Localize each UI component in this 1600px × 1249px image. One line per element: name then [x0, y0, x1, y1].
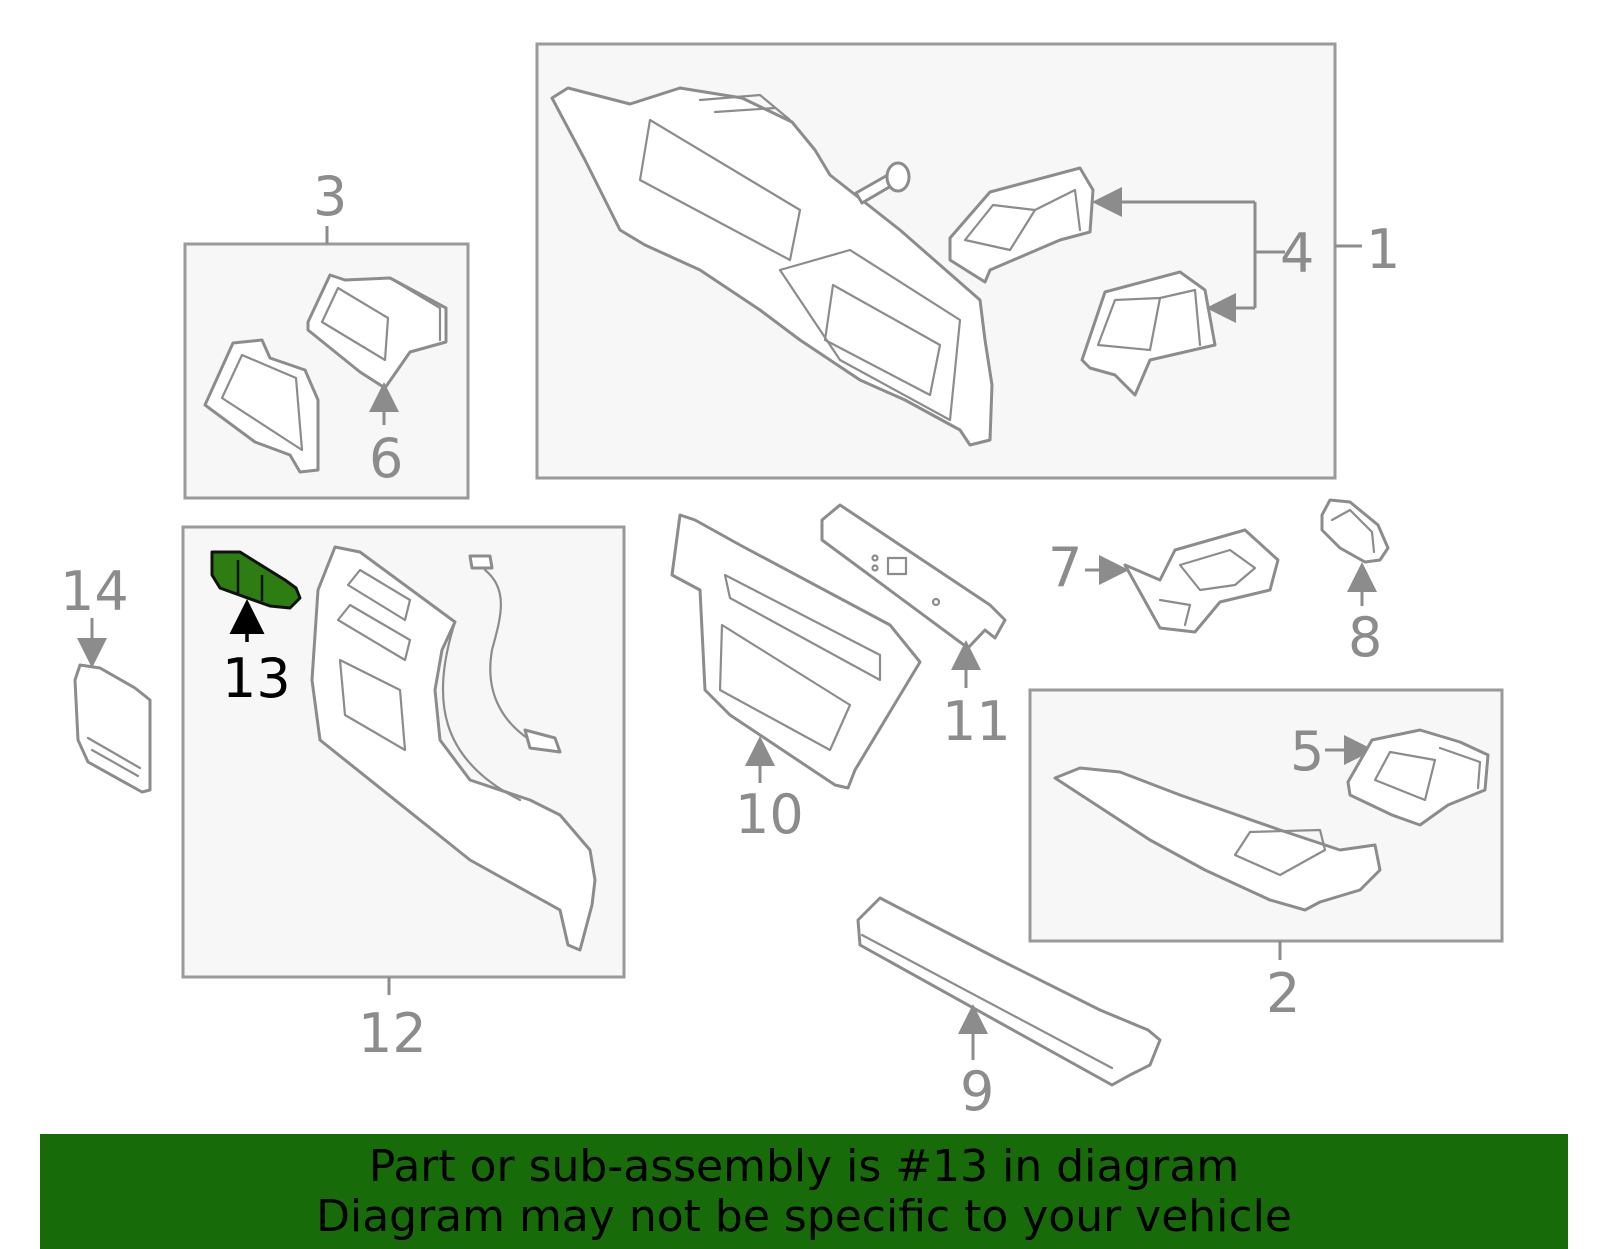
- callout-8: 8: [1348, 606, 1382, 669]
- callout-9: 9: [960, 1060, 994, 1123]
- group-box-12: 12 13: [181, 525, 626, 1065]
- part-11-group: 11: [820, 503, 1011, 753]
- part-14-group: 14: [60, 560, 152, 794]
- banner-line-2: Diagram may not be specific to your vehi…: [316, 1190, 1292, 1242]
- info-banner: Part or sub-assembly is #13 in diagram D…: [40, 1134, 1568, 1249]
- callout-4: 4: [1280, 222, 1314, 285]
- banner-line-1: Part or sub-assembly is #13 in diagram: [368, 1140, 1240, 1192]
- group-box-2: 2 5: [1028, 688, 1504, 1025]
- knob-bezel-part[interactable]: [1320, 498, 1390, 564]
- part-9-group: 9: [856, 896, 1162, 1123]
- callout-11: 11: [942, 690, 1011, 753]
- trim-cover-part[interactable]: [73, 663, 152, 794]
- callout-6: 6: [369, 427, 403, 490]
- lower-trim-strip-part[interactable]: [856, 896, 1162, 1087]
- callout-1: 1: [1366, 218, 1400, 281]
- part-13-highlighted[interactable]: [210, 550, 302, 610]
- callout-13: 13: [222, 647, 291, 710]
- callout-7: 7: [1048, 536, 1082, 599]
- dash-trim-part[interactable]: [1053, 766, 1382, 912]
- callout-2: 2: [1266, 962, 1300, 1025]
- dash-panel-part[interactable]: [550, 86, 994, 447]
- group-box-1: 4 1: [535, 42, 1400, 480]
- vent-side-part[interactable]: [306, 273, 448, 390]
- callout-14: 14: [60, 560, 129, 623]
- center-bezel-part[interactable]: [670, 513, 922, 790]
- vent-center-part[interactable]: [1346, 728, 1490, 827]
- vent-lower-part[interactable]: [1080, 270, 1217, 397]
- part-7-group: 7: [1048, 528, 1280, 634]
- callout-5: 5: [1290, 720, 1324, 783]
- switch-panel-part[interactable]: [1123, 528, 1280, 634]
- trim-strip-part[interactable]: [820, 503, 1007, 650]
- vent-upper-part[interactable]: [948, 166, 1095, 284]
- part-10-group: 10: [670, 513, 922, 846]
- wire-harness[interactable]: [483, 568, 532, 742]
- group-box-3: 3 6: [183, 165, 470, 500]
- part-8-group: 8: [1320, 498, 1390, 669]
- callout-12: 12: [358, 1002, 427, 1065]
- callout-3: 3: [313, 165, 347, 228]
- callout-10: 10: [735, 783, 804, 846]
